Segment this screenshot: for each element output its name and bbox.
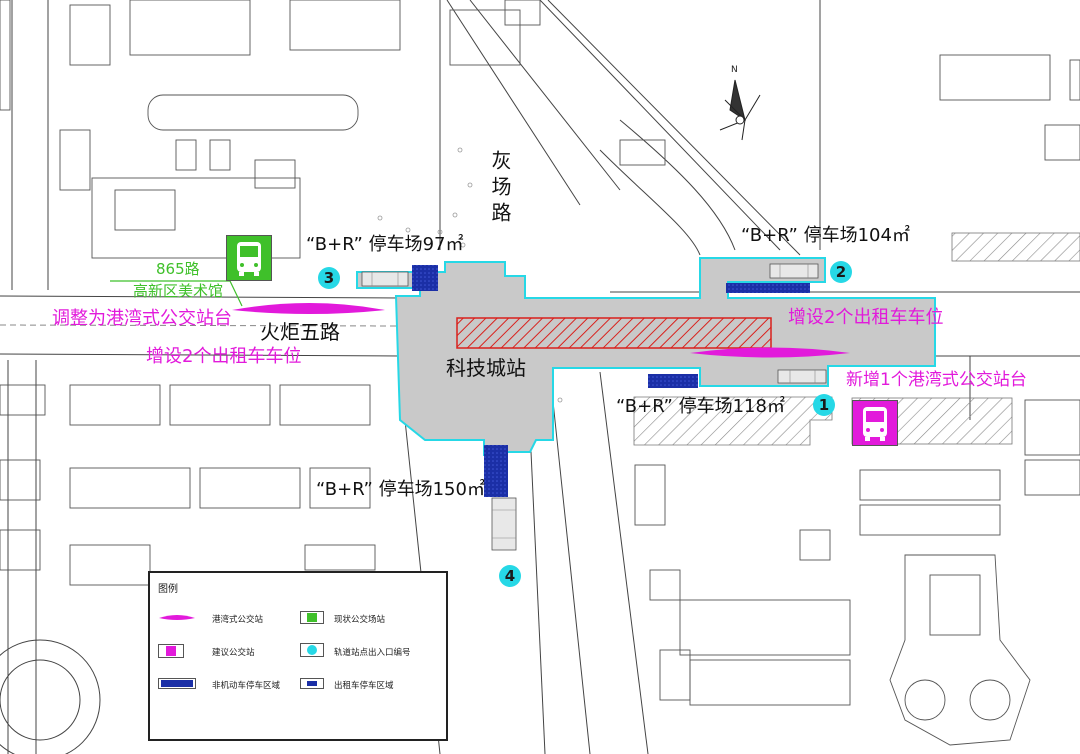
legend-label-existing-bus-station: 现状公交场站 [334,615,386,625]
adjust-bay-label: 调整为港湾式公交站台 [52,308,232,329]
north-label: N [731,65,738,75]
add-taxi-right-label: 增设2个出租车车位 [788,307,944,328]
taxi-stalls [361,263,827,551]
bus865-leader [110,280,243,307]
legend-label-bay-bus-stop: 港湾式公交站 [212,615,264,625]
add-taxi-left-label: 增设2个出租车车位 [146,346,302,367]
br-parking-104-label: “B+R” 停车场104㎡ [741,225,910,246]
legend-title: 图例 [158,584,178,595]
br-parking-97-label: “B+R” 停车场97㎡ [306,234,464,255]
platform-hatch [456,317,772,349]
hatched-block-upper-right [951,232,1080,262]
exit-3-marker: 3 [318,267,340,289]
legend-label-bike-parking: 非机动车停车区域 [212,681,281,691]
map-legend: 图例 港湾式公交站 现状公交场站 建议公交站 轨道站点出入口编号 非机动车停车区… [148,571,448,741]
bike-parking-118 [648,374,698,388]
exit-4-marker: 4 [499,565,521,587]
tree-symbols [377,147,563,403]
road-label-huoju: 火炬五路 [260,320,340,344]
legend-symbol-proposed-bus-stop [158,644,184,658]
bus-865-label: 865路 [156,260,200,278]
road-label-huichang: 灰场路 [488,150,512,228]
proposed-bus-stop-icon [852,400,898,446]
existing-bus-station-icon [226,235,272,281]
legend-label-taxi-parking: 出租车停车区域 [334,681,394,691]
exit-1-marker: 1 [813,394,835,416]
bus-icon [237,242,261,276]
bay-bus-stop-right [690,347,850,358]
legend-label-proposed-bus-stop: 建议公交站 [212,648,255,658]
legend-label-exit-number: 轨道站点出入口编号 [334,648,411,658]
legend-symbol-taxi-parking [300,678,324,689]
bus-icon [863,407,887,441]
bike-parking-104 [726,283,810,293]
legend-symbol-existing-bus-station [300,611,324,624]
bike-parking-150 [484,445,508,497]
bike-parking-97 [412,265,438,291]
station-outline [356,257,936,456]
north-arrow [719,79,761,141]
station-name-label: 科技城站 [446,356,526,380]
new-bay-label: 新增1个港湾式公交站台 [846,370,1027,390]
br-parking-150-label: “B+R” 停车场150㎡ [316,479,485,500]
legend-symbol-exit-number [300,643,324,657]
art-museum-label: 高新区美术馆 [133,282,224,300]
br-parking-118-label: “B+R” 停车场118㎡ [616,396,785,417]
bay-bus-stop-left [232,303,385,314]
legend-symbol-bay-bus-stop [159,615,195,620]
exit-2-marker: 2 [830,261,852,283]
legend-symbol-bike-parking [158,678,196,689]
